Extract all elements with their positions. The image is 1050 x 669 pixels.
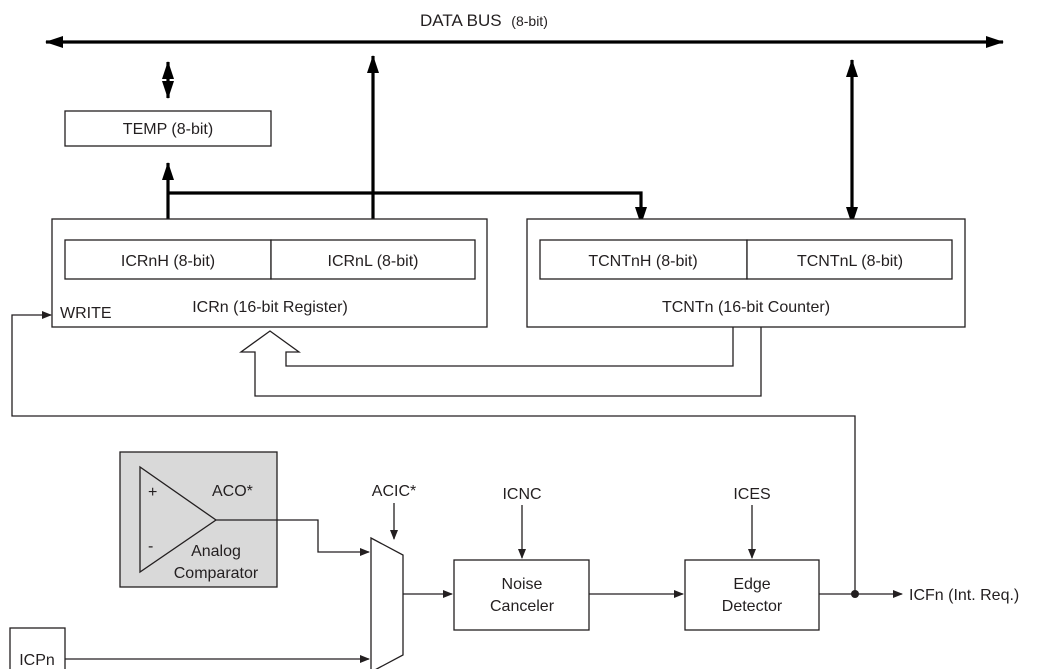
noise-line2: Canceler <box>490 598 555 615</box>
comparator-name-line2: Comparator <box>174 565 259 582</box>
counter-to-register-transfer-arrow <box>238 327 762 397</box>
acic-multiplexer: ACIC* <box>370 483 416 669</box>
aco-label: ACO* <box>212 483 253 500</box>
comparator-plus-label: + <box>148 484 157 501</box>
noise-canceler: Noise Canceler ICNC <box>453 486 590 631</box>
bus-connections <box>162 55 858 240</box>
tcntn-label: TCNTn (16-bit Counter) <box>662 299 830 316</box>
icrnl-label: ICRnL (8-bit) <box>328 253 419 270</box>
tcntnl-label: TCNTnL (8-bit) <box>797 253 903 270</box>
tcntnh-label: TCNTnH (8-bit) <box>588 253 697 270</box>
icrnh-label: ICRnH (8-bit) <box>121 253 215 270</box>
icnc-label: ICNC <box>502 486 541 503</box>
aco-signal-line <box>216 519 370 556</box>
write-label: WRITE <box>60 305 112 322</box>
comparator-name-line1: Analog <box>191 543 241 560</box>
data-bus: DATA BUS (8-bit) <box>45 11 1004 48</box>
acic-label: ACIC* <box>372 483 416 500</box>
junction-dot <box>851 590 859 598</box>
icrnl-register <box>270 239 476 280</box>
icfn-label: ICFn (Int. Req.) <box>909 587 1019 604</box>
edge-detector: Edge Detector ICES <box>684 486 820 631</box>
icfn-output: ICFn (Int. Req.) <box>819 587 1019 604</box>
temp-label: TEMP (8-bit) <box>123 121 213 138</box>
edge-line2: Detector <box>722 598 783 615</box>
temp-register: TEMP (8-bit) <box>64 110 272 147</box>
icrn-label: ICRn (16-bit Register) <box>192 299 348 316</box>
tcnt-register: TCNTnH (8-bit) TCNTnL (8-bit) TCNTn (16-… <box>526 218 966 328</box>
ices-label: ICES <box>733 486 770 503</box>
icpn-pin: ICPn <box>9 627 66 669</box>
tcntnl-register <box>746 239 953 280</box>
noise-line1: Noise <box>502 576 543 593</box>
edge-line1: Edge <box>733 576 770 593</box>
comparator-minus-label: - <box>148 538 153 555</box>
icpn-label: ICPn <box>19 652 55 669</box>
write-strobe-line <box>11 311 856 594</box>
data-bus-label: DATA BUS (8-bit) <box>420 11 548 30</box>
icrnh-register <box>64 239 272 280</box>
icr-register: ICRnH (8-bit) ICRnL (8-bit) ICRn (16-bit… <box>51 218 488 328</box>
comparator-triangle <box>139 465 218 574</box>
